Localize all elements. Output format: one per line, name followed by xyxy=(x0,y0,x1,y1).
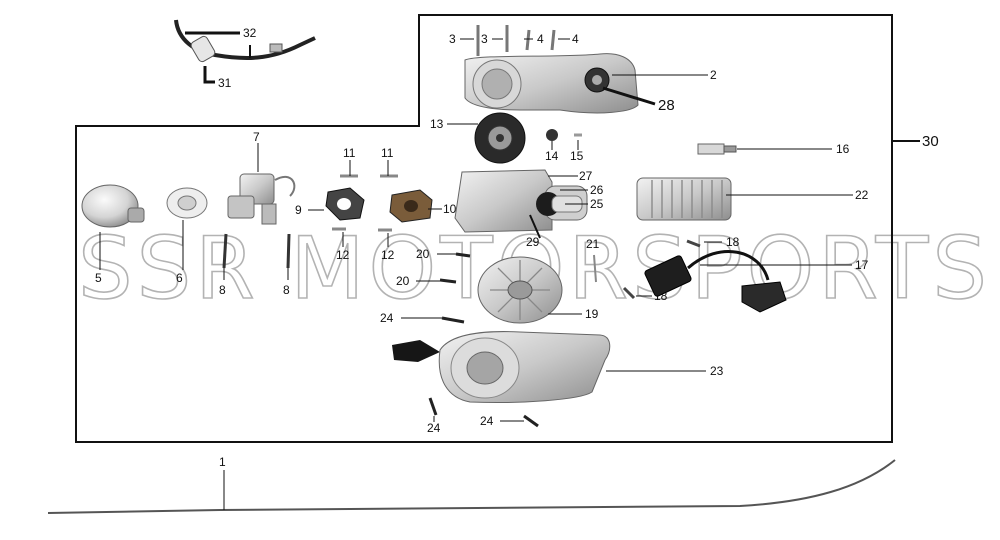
callout-8a: 8 xyxy=(219,283,226,297)
bolt-24a xyxy=(441,316,465,324)
callout-10: 10 xyxy=(443,202,457,216)
callout-23: 23 xyxy=(710,364,724,378)
callout-22: 22 xyxy=(855,188,869,202)
bolt-24c xyxy=(523,414,539,428)
callout-29: 29 xyxy=(526,235,540,249)
callout-16: 16 xyxy=(836,142,850,156)
callout-18a: 18 xyxy=(726,235,740,249)
callout-11a: 11 xyxy=(343,146,356,160)
callout-27: 27 xyxy=(579,169,593,183)
callout-21: 21 xyxy=(586,237,600,251)
callout-11b: 11 xyxy=(381,146,394,160)
callout-20b: 20 xyxy=(396,274,410,288)
stud-8b xyxy=(286,233,291,269)
callout-20a: 20 xyxy=(416,247,430,261)
callout-30: 30 xyxy=(922,133,939,150)
callout-1: 1 xyxy=(219,455,226,469)
callout-13: 13 xyxy=(430,117,444,131)
callout-2: 2 xyxy=(710,68,717,82)
spark-plug-part xyxy=(697,143,737,155)
stud-8a xyxy=(222,233,228,269)
washer-part xyxy=(546,129,558,141)
callout-24b: 24 xyxy=(427,421,441,435)
callout-26: 26 xyxy=(590,183,604,197)
callout-24c: 24 xyxy=(480,414,494,428)
callout-6: 6 xyxy=(176,271,183,285)
air-filter-part xyxy=(81,184,145,228)
callout-28: 28 xyxy=(658,97,675,114)
callout-15: 15 xyxy=(570,149,584,163)
bolt-20a xyxy=(455,252,471,258)
ignition-coil-part xyxy=(644,250,787,313)
clutch-cover-part xyxy=(464,53,639,114)
callout-17: 17 xyxy=(855,258,869,272)
bolt-20b xyxy=(439,278,457,284)
callout-14: 14 xyxy=(545,149,559,163)
callout-8b: 8 xyxy=(283,283,290,297)
callout-5: 5 xyxy=(95,271,102,285)
recoil-starter-part xyxy=(392,331,611,404)
callout-19: 19 xyxy=(585,307,599,321)
fuel-line-part xyxy=(174,19,316,63)
callout-12b: 12 xyxy=(381,248,395,262)
screw-18b xyxy=(622,286,636,300)
callout-4a: 4 xyxy=(537,32,544,46)
callout-31: 31 xyxy=(218,76,232,90)
bolt-24b xyxy=(428,397,438,416)
intake-manifold-part xyxy=(389,189,433,223)
cylinder-part xyxy=(636,177,732,221)
bolts-3-4 xyxy=(476,25,556,56)
callout-24a: 24 xyxy=(380,311,394,325)
air-filter-base-part xyxy=(166,187,208,219)
throttle-cable-part xyxy=(47,459,896,514)
flywheel-part xyxy=(477,256,563,324)
carburetor-part xyxy=(227,173,296,225)
assembly-boundary xyxy=(75,14,893,443)
callout-4b: 4 xyxy=(572,32,579,46)
clutch-shoe-part xyxy=(474,112,526,164)
callout-25: 25 xyxy=(590,197,604,211)
callout-3b: 3 xyxy=(481,32,488,46)
callout-7: 7 xyxy=(253,130,260,144)
callout-32: 32 xyxy=(243,26,257,40)
pin-21 xyxy=(593,254,597,283)
gasket-part xyxy=(325,187,365,221)
leader-31 xyxy=(203,66,215,84)
callout-9: 9 xyxy=(295,203,302,217)
screw-18a xyxy=(686,239,701,248)
callout-3a: 3 xyxy=(449,32,456,46)
callout-12a: 12 xyxy=(336,248,350,262)
